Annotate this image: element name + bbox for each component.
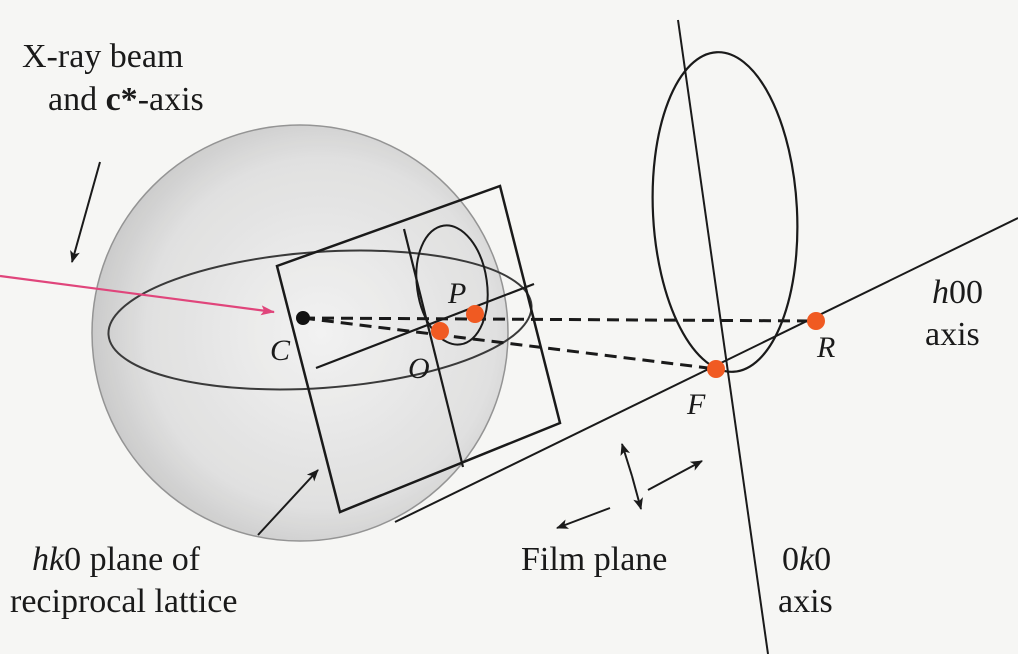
- label-O: O: [408, 352, 430, 385]
- 0k0-axis-line: [677, 19, 769, 654]
- point-O-dot: [431, 322, 449, 340]
- 0k0-label: 0k0: [782, 541, 831, 578]
- point-P-dot: [466, 305, 484, 323]
- h00-axis-line: [394, 217, 1018, 523]
- dashed-CR: [302, 316, 817, 323]
- xray-label-arrow: [70, 161, 101, 263]
- hk0-label-line2: reciprocal lattice: [10, 583, 237, 620]
- 0k0-axis-label: axis: [778, 583, 833, 620]
- hk0-label-arrow: [257, 469, 319, 536]
- point-F-dot: [707, 360, 725, 378]
- hk0-plane: [275, 184, 562, 514]
- label-R: R: [816, 331, 835, 364]
- film-arrow-up: [620, 443, 633, 477]
- xray-label-line1: X-ray beam: [22, 38, 183, 75]
- plane-grid-line: [402, 228, 465, 468]
- label-F: F: [686, 388, 706, 421]
- xray-label-line2: and c*-axis: [48, 81, 204, 118]
- dashed-CF: [302, 316, 717, 371]
- hk0-label-line1: hk0 plane of: [32, 541, 201, 578]
- label-C: C: [270, 334, 291, 367]
- film-circle: [651, 51, 799, 373]
- film-arrow-right: [647, 460, 703, 491]
- h00-label: h00: [932, 274, 983, 311]
- point-R-dot: [807, 312, 825, 330]
- xray-beam-arrow: [0, 274, 275, 316]
- h00-axis-label: axis: [925, 316, 980, 353]
- plane-grid-line: [315, 282, 535, 370]
- film-arrow-down: [631, 475, 643, 510]
- film-plane-label: Film plane: [521, 541, 667, 578]
- small-circle: [415, 224, 489, 346]
- point-C-dot: [296, 311, 310, 325]
- film-arrow-left: [556, 507, 611, 529]
- label-P: P: [447, 277, 466, 310]
